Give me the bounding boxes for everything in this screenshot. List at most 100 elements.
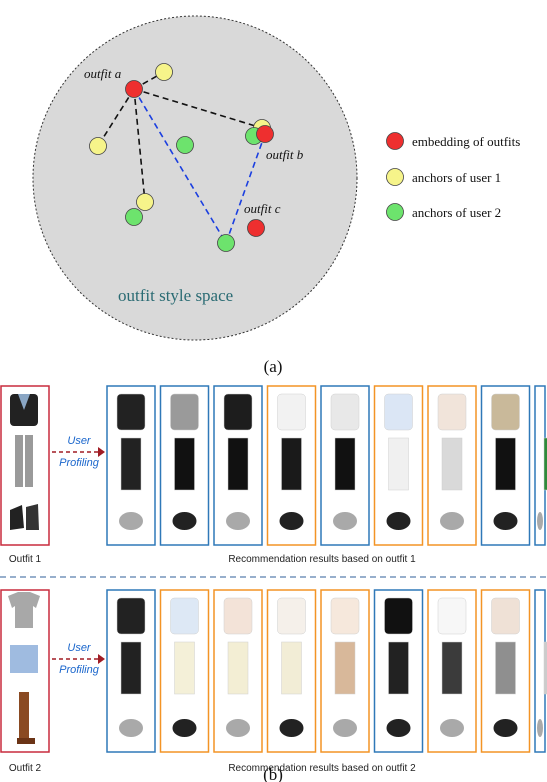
shoe-icon: [440, 512, 464, 530]
query-label-1: Outfit 1: [9, 554, 42, 565]
shoe-icon: [333, 512, 357, 530]
result-outfit-item: [266, 589, 317, 753]
top-garment-icon: [116, 393, 146, 431]
bottom-garment-icon: [495, 437, 516, 491]
profiling-text-user: User: [67, 642, 92, 654]
style-space-label: outfit style space: [118, 286, 233, 305]
bottom-garment-icon: [334, 641, 356, 695]
result-outfit-item: [373, 385, 424, 546]
profiling-text-profiling: Profiling: [59, 457, 100, 469]
anchor-user2-point: [217, 234, 235, 252]
top-garment-icon: [223, 393, 253, 431]
legend-label-user1: anchors of user 1: [412, 170, 501, 185]
results-label-2: Recommendation results based on outfit 2: [228, 763, 416, 774]
result-outfit-item: [320, 385, 370, 546]
shoe-icon: [386, 512, 411, 530]
shoe-icon: [386, 719, 411, 737]
outfit-a-point: [125, 80, 143, 98]
anchor-user2-point: [125, 208, 143, 226]
style-space-circle: [32, 15, 358, 341]
anchor-user1-point: [89, 137, 107, 155]
shoe-icon: [119, 719, 143, 737]
shoe-icon: [226, 719, 250, 737]
shoe-icon: [493, 719, 518, 737]
profiling-text-profiling: Profiling: [59, 664, 100, 676]
top-garment-icon: [223, 597, 253, 635]
bottom-garment-icon: [388, 641, 409, 695]
shoe-icon: [226, 512, 250, 530]
result-outfit-item: [427, 385, 477, 546]
shoe-icon: [537, 719, 543, 737]
caption-b: (b): [263, 765, 283, 782]
legend: embedding of outfits anchors of user 1 a…: [386, 132, 520, 221]
query-outfit-1-items: [10, 394, 39, 530]
row-2: User Profiling Outfit 2 Recommendation r…: [0, 589, 547, 774]
result-outfit-item: [373, 589, 424, 753]
bottom-garment-icon: [281, 437, 302, 491]
top-garment-icon: [277, 597, 306, 635]
bottom-garment-icon: [441, 641, 463, 695]
caption-a: (a): [264, 357, 283, 376]
bottom-garment-icon: [120, 641, 142, 695]
legend-label-embedding: embedding of outfits: [412, 134, 520, 149]
shoe-icon: [119, 512, 143, 530]
row-1: User Profiling Outfit 1 Recommendation r…: [0, 385, 547, 565]
top-garment-icon: [116, 597, 146, 635]
top-garment-icon: [170, 393, 199, 431]
result-outfit-item: [534, 385, 547, 546]
top-garment-icon: [491, 597, 520, 635]
bottom-garment-icon: [227, 437, 249, 491]
profiling-text-user: User: [67, 435, 92, 447]
result-outfit-item: [320, 589, 370, 753]
top-garment-icon: [437, 597, 467, 635]
result-frames-row-2: [106, 589, 547, 753]
outfit-b-label: outfit b: [266, 147, 304, 162]
result-outfit-item: [480, 589, 531, 753]
result-outfit-item: [427, 589, 477, 753]
result-outfit-item: [159, 589, 210, 753]
outfit-c-point: [247, 219, 265, 237]
shoe-icon: [172, 719, 197, 737]
result-outfit-item: [534, 589, 547, 753]
red-circle-icon: [386, 132, 404, 150]
bottom-garment-icon: [543, 437, 547, 491]
bottom-garment-icon: [543, 641, 547, 695]
legend-label-user2: anchors of user 2: [412, 205, 501, 220]
green-circle-icon: [386, 203, 404, 221]
bottom-garment-icon: [281, 641, 302, 695]
anchor-user2-point: [176, 136, 194, 154]
top-garment-icon: [491, 393, 520, 431]
anchor-user1-point: [136, 193, 154, 211]
top-garment-icon: [330, 597, 360, 635]
anchor-user1-point: [155, 63, 173, 81]
result-outfit-item: [266, 385, 317, 546]
outfit-b-point: [256, 125, 274, 143]
result-outfit-item: [213, 589, 263, 753]
shoe-icon: [279, 719, 304, 737]
yellow-circle-icon: [386, 168, 404, 186]
result-outfit-item: [106, 385, 156, 546]
arrow-head-icon: [98, 447, 105, 457]
top-garment-icon: [277, 393, 306, 431]
bottom-garment-icon: [388, 437, 409, 491]
bottom-garment-icon: [174, 437, 195, 491]
shoe-icon: [493, 512, 518, 530]
panel-b: User Profiling Outfit 1 Recommendation r…: [0, 385, 547, 782]
shoe-icon: [333, 719, 357, 737]
top-garment-icon: [384, 597, 413, 635]
result-outfit-item: [213, 385, 263, 546]
result-frames-row-1: [106, 385, 547, 546]
bottom-garment-icon: [495, 641, 516, 695]
result-outfit-item: [159, 385, 210, 546]
arrow-head-icon: [98, 654, 105, 664]
result-outfit-item: [480, 385, 531, 546]
outfit-c-label: outfit c: [244, 201, 281, 216]
bottom-garment-icon: [334, 437, 356, 491]
shoe-icon: [279, 512, 304, 530]
query-outfit-2-items: [8, 592, 40, 744]
shoe-icon: [172, 512, 197, 530]
bottom-garment-icon: [441, 437, 463, 491]
bottom-garment-icon: [174, 641, 195, 695]
shoe-icon: [440, 719, 464, 737]
bottom-garment-icon: [227, 641, 249, 695]
